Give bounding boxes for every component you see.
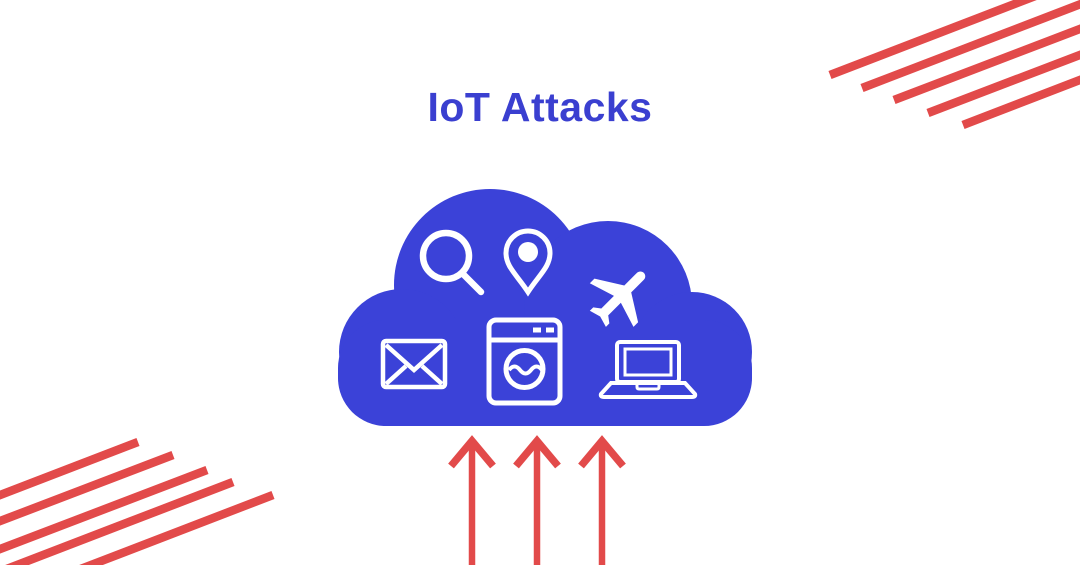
attack-arrow <box>513 435 561 565</box>
envelope-body <box>380 338 448 390</box>
arrow-head <box>448 435 496 469</box>
bottom-left-stripes <box>0 438 275 565</box>
iot-cloud <box>338 189 752 426</box>
stripe <box>0 466 209 554</box>
laptop-screen <box>623 347 673 377</box>
airplane-glyph <box>589 271 646 327</box>
pin-dot <box>518 242 538 262</box>
stripe <box>892 24 1080 104</box>
envelope-fold-right <box>420 364 444 386</box>
arrow-head <box>513 435 561 469</box>
attack-arrow <box>448 435 496 565</box>
stripe <box>0 451 175 526</box>
stripe <box>79 491 275 565</box>
attack-arrow <box>578 435 626 565</box>
envelope-fold-left <box>384 364 408 386</box>
laptop-icon <box>598 340 698 399</box>
washing-machine-icon <box>486 317 563 406</box>
stripe <box>860 0 1080 92</box>
arrow-head <box>578 435 626 469</box>
stripe <box>926 50 1080 117</box>
envelope-flap <box>384 343 444 374</box>
search-icon <box>419 229 485 296</box>
top-right-stripes <box>828 0 1080 129</box>
laptop-notch <box>635 381 661 391</box>
stripe <box>5 478 235 565</box>
airplane-icon <box>589 271 646 327</box>
stripe <box>0 438 140 500</box>
search-lens <box>419 229 473 283</box>
washer-body <box>486 317 563 406</box>
stripe <box>961 75 1080 129</box>
attack-arrows <box>448 435 626 565</box>
laptop-base <box>598 381 698 399</box>
location-pin-icon <box>503 228 553 297</box>
washer-water-wave <box>507 364 544 376</box>
mail-envelope-icon <box>380 338 448 390</box>
pin-outline <box>503 228 553 297</box>
search-handle <box>459 270 485 296</box>
stripe <box>828 0 1037 79</box>
page-title: IoT Attacks <box>427 84 653 130</box>
